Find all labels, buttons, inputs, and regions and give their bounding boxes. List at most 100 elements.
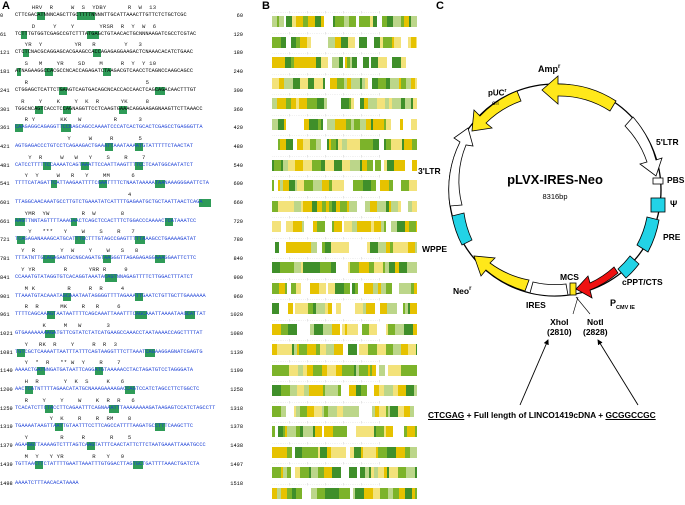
alignment-segment [377,323,386,335]
alignment-segment [415,426,417,437]
alignment-segment [342,139,347,150]
alignment-segment [400,118,403,130]
alignment-segment [406,77,411,89]
alignment-segment [404,323,413,335]
alignment-segment [389,180,393,191]
alignment-segment [311,241,317,253]
alignment-segment [317,200,322,212]
alignment-track [272,364,417,376]
alignment-segment [404,16,409,27]
alignment-segment [275,241,279,253]
sequence-bases: CAAGAGGCAGAGGTTCCNAGCAGCCAAAATCCCATCACTG… [15,124,227,133]
alignment-segment [293,303,295,314]
sequence-bases: TTTTCAGCAAAGTAATAATTTTCAGCAAATTAAATTTCAG… [15,311,227,320]
alignment-segment [312,262,320,273]
alignment-segment [401,57,406,68]
alignment-segment [376,364,379,376]
alignment-ruler: .........|.........|.........|.........|… [272,11,381,14]
alignment-segment [317,98,324,109]
alignment-segment [272,200,278,212]
alignment-segment [354,446,359,458]
alignment-segment [323,118,327,130]
alignment-segment [274,180,278,191]
alignment-segment [287,282,291,294]
alignment-segment [372,241,378,253]
highlight [35,460,43,469]
alignment-segment [372,405,375,417]
end-position: 300 [233,87,243,94]
start-position: 61 [0,31,7,38]
alignment-segment [347,139,356,150]
alignment-segment [339,57,343,68]
alignment-segment [291,118,299,130]
alignment-ruler: .........|.........|.........|.........|… [272,277,381,281]
alignment-segment [359,364,368,376]
alignment-ruler: .........|.........|.........|.........|… [272,31,381,35]
alignment-segment [307,344,316,355]
alignment-segment [380,180,389,191]
alignment-segment [279,303,288,314]
alignment-segment [272,364,280,376]
alignment-segment [286,221,293,232]
alignment-row: .........|.........|.........|.........|… [262,51,427,73]
alignment-segment [341,303,347,314]
alignment-segment [373,139,379,150]
alignment-segment [394,36,401,48]
alignment-segment [313,221,317,232]
alignment-segment [335,282,344,294]
alignment-segment [311,385,314,396]
end-position: 60 [236,13,243,19]
bases-text: TTTATNTTGCAGAGANTGCNGCAGATGTAAGGGTTAGAGA… [15,255,197,262]
alignment-segment [356,180,363,191]
alignment-segment [272,118,278,130]
alignment-segment [316,303,325,314]
start-position: 1140 [0,368,13,375]
alignment-track [272,385,417,396]
alignment-segment [347,241,349,253]
annotation-line: R R MK R R 6 [14,303,121,311]
alignment-segment [323,385,325,396]
alignment-segment [408,344,416,355]
alignment-ruler: .........|.........|.........|.........|… [272,359,381,363]
alignment-segment [272,139,278,150]
alignment-segment [277,487,281,499]
alignment-segment [324,405,326,417]
start-position: 181 [0,69,10,76]
highlight [135,161,143,170]
alignment-segment [313,98,317,109]
bases-text: TGGCNCAGTCACCTCCAGNAGGTTCCTCAAGTGAAACAGG… [15,105,203,112]
alignment-ruler: .........|.........|.........|.........|… [272,298,381,301]
start-position: 1319 [0,424,13,431]
alignment-segment [328,405,337,417]
alignment-segment [341,262,348,273]
sequence-bases: AAGTTNNTAGTTTTAAAGAACTCAGCTCCACTTTCTGGAC… [15,217,227,227]
alignment-segment [386,200,389,212]
alignment-segment [379,385,384,396]
alignment-segment [343,57,345,68]
alignment-segment [409,282,411,294]
alignment-segment [287,467,291,478]
noti-tick [575,296,591,315]
alignment-segment [369,467,371,478]
alignment-segment [356,139,360,150]
alignment-track [272,57,417,68]
alignment-segment [389,98,392,109]
alignment-segment [343,405,350,417]
alignment-segment [325,77,330,89]
alignment-segment [409,180,413,191]
alignment-segment [410,446,417,458]
bases-text: GTGAAAAAAAAGATGTTCGTATCTATCATGAAGCCAAACC… [15,329,203,336]
alignment-segment [355,487,364,499]
alignment-segment [398,323,404,335]
alignment-segment [400,303,403,314]
alignment-segment [370,16,373,27]
alignment-segment [290,385,297,396]
start-position: 541 [0,181,10,188]
alignment-segment [402,159,405,171]
alignment-segment [341,385,349,396]
alignment-segment [300,467,305,478]
